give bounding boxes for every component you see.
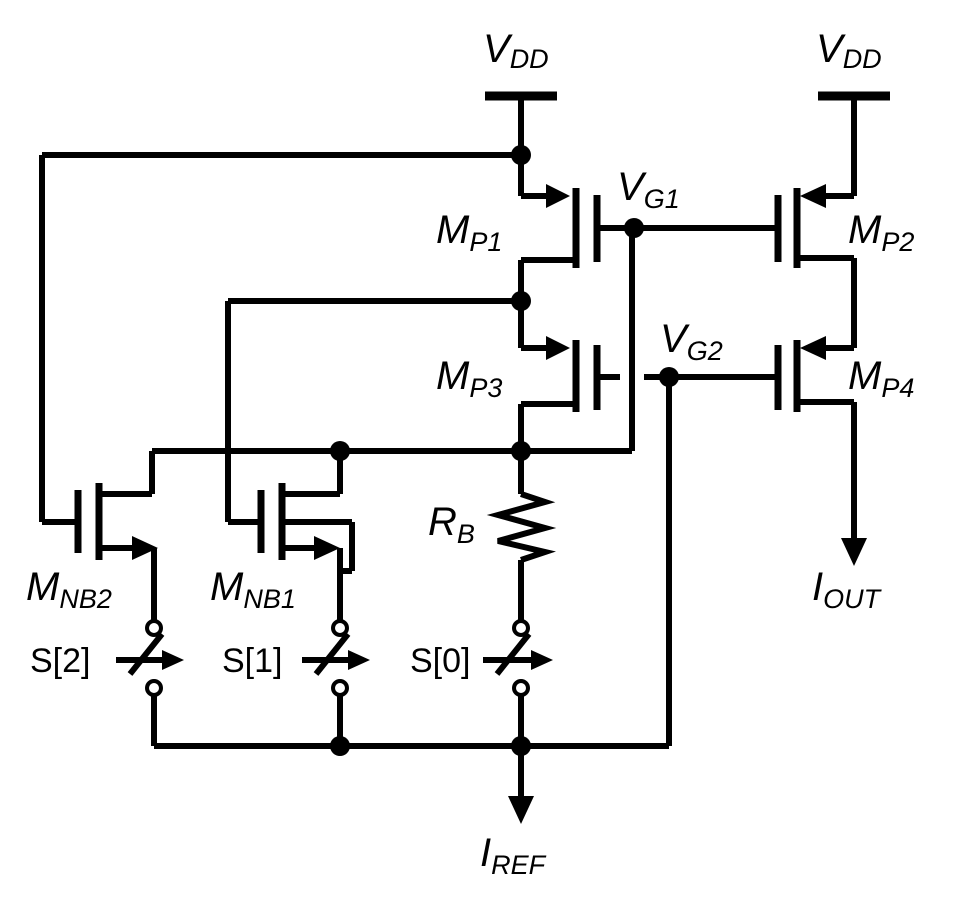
- switch-s2: [116, 619, 184, 746]
- bias-loop-nb1: [225, 291, 531, 525]
- label-mnb2: MNB2: [26, 565, 112, 614]
- vg1-net: [624, 218, 778, 451]
- resistor-rb: [486, 451, 557, 620]
- output-branch-wires: [841, 258, 867, 566]
- transistor-mp4: [774, 336, 854, 412]
- label-vg2: VG2: [660, 317, 723, 366]
- label-s2: S[2]: [30, 642, 90, 680]
- label-vdd-right: VDD: [816, 27, 882, 74]
- label-mp2: MP2: [848, 208, 914, 257]
- label-mnb1: MNB1: [210, 565, 296, 614]
- node-vg2: [659, 367, 679, 387]
- bias-loop-nb2: [39, 145, 531, 525]
- label-vdd-left: VDD: [483, 27, 549, 74]
- transistor-mnb2: [74, 451, 158, 620]
- drain-bus: [152, 441, 632, 461]
- label-s0: S[0]: [410, 642, 470, 680]
- label-s1: S[1]: [222, 642, 282, 680]
- node-vg1: [624, 218, 644, 238]
- switch-s1: [302, 619, 370, 746]
- transistor-mp2: [774, 184, 854, 268]
- label-rb: RB: [428, 500, 475, 549]
- bottom-bus: [154, 736, 669, 824]
- label-iout: IOUT: [812, 565, 883, 614]
- label-mp1: MP1: [436, 208, 502, 257]
- transistor-mp3: [521, 336, 620, 412]
- label-vg1: VG1: [617, 165, 680, 214]
- transistor-mnb1: [257, 451, 355, 620]
- vg2-net: [644, 367, 778, 746]
- label-mp3: MP3: [436, 354, 502, 403]
- switch-s0: [483, 619, 553, 746]
- vdd-right-rail: [818, 91, 890, 196]
- label-mp4: MP4: [848, 354, 914, 403]
- label-iref: IREF: [480, 831, 547, 880]
